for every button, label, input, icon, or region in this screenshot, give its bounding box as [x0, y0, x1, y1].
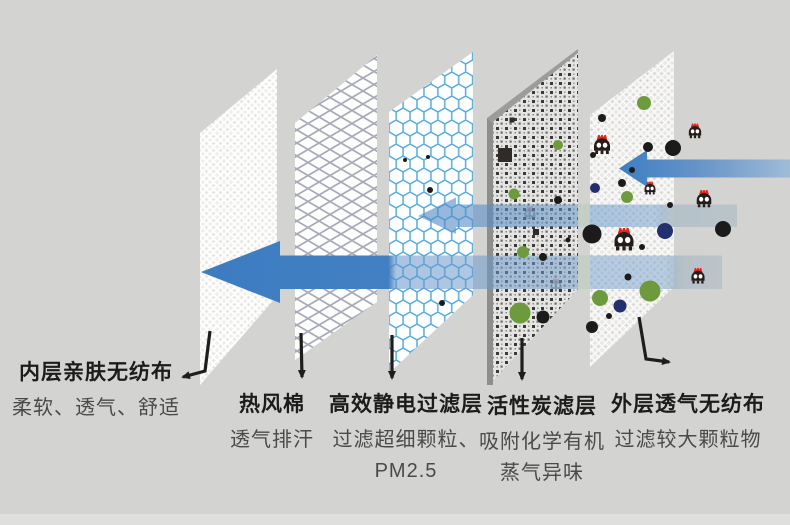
- particle-dot: [565, 237, 571, 243]
- particle-dot: [439, 300, 445, 306]
- carbon-left-edge: [487, 118, 493, 385]
- band-gap-tint-bottom: [578, 255, 590, 289]
- particle-dot: [624, 273, 632, 281]
- layer-title: 外层透气无纺布: [611, 393, 765, 416]
- particle-dot: [590, 152, 596, 158]
- germ-skull-icon: [688, 123, 702, 139]
- airflow-arrow-middle: [418, 197, 737, 234]
- particle-green: [639, 280, 661, 302]
- particle-dot: [598, 114, 606, 122]
- particle-dot: [618, 179, 626, 187]
- particle-dot: [427, 187, 433, 193]
- annotation-arrows: [181, 316, 671, 381]
- particle-navy: [613, 299, 627, 313]
- particle-green: [637, 96, 651, 110]
- particle-dot: [554, 196, 562, 204]
- layer-desc: 过滤较大颗粒物: [614, 429, 762, 451]
- layer-desc: PM2.5: [374, 460, 438, 482]
- layer-hot-air-cotton: [295, 55, 377, 360]
- airborne-particles: [403, 96, 731, 333]
- particle-dot: [639, 244, 645, 250]
- particle-square: [533, 229, 539, 235]
- particle-dot: [582, 224, 602, 244]
- germ-skull-icon: [695, 190, 713, 209]
- particle-green: [553, 140, 563, 150]
- particle-dot: [715, 221, 731, 237]
- pointer-outer-layer: [637, 316, 671, 366]
- airflow-arrow-top: [619, 150, 790, 187]
- particle-green: [517, 246, 529, 258]
- layer-title: 活性炭滤层: [487, 395, 597, 418]
- pointer-inner-layer: [181, 330, 212, 380]
- layer-title: 高效静电过滤层: [329, 393, 483, 416]
- layer-desc: 柔软、透气、舒适: [12, 397, 180, 419]
- particle-navy: [657, 223, 673, 239]
- airflow-arrow-bottom: [201, 241, 722, 303]
- particle-square: [498, 148, 512, 162]
- particle-dot: [426, 155, 430, 159]
- particle-dot: [403, 158, 407, 162]
- label-electrostatic-filter: 高效静电过滤层 过滤超细颗粒、 PM2.5: [329, 388, 483, 487]
- layer-title: 热风棉: [239, 393, 305, 416]
- label-inner-skin-nonwoven: 内层亲肤无纺布 柔软、透气、舒适: [12, 356, 180, 424]
- particle-dot: [643, 142, 653, 152]
- particle-dot: [536, 310, 550, 324]
- pointer-hot-air-cotton: [297, 332, 306, 379]
- layer-inner-skin-nonwoven: [200, 69, 277, 385]
- particle-square: [509, 117, 515, 123]
- particle-green: [621, 191, 633, 203]
- label-activated-carbon: 活性炭滤层 吸附化学有机 蒸气异味: [479, 390, 605, 489]
- particle-dot: [539, 253, 547, 261]
- particle-dot: [629, 167, 635, 173]
- particle-green: [509, 302, 531, 324]
- particle-navy: [590, 183, 600, 193]
- label-outer-nonwoven: 外层透气无纺布 过滤较大颗粒物: [611, 388, 765, 456]
- band-gap-tint-middle: [578, 203, 590, 227]
- particle-green: [508, 188, 520, 200]
- label-hot-air-cotton: 热风棉 透气排汗: [230, 388, 314, 456]
- particle-dot: [606, 313, 612, 319]
- layer-desc: 过滤超细颗粒、: [332, 429, 480, 451]
- particle-dot: [586, 321, 598, 333]
- layer-desc: 透气排汗: [230, 429, 314, 451]
- bottom-strip: [0, 514, 790, 525]
- layer-desc: 蒸气异味: [500, 462, 584, 484]
- carbon-top-edge: [487, 49, 578, 124]
- layer-title: 内层亲肤无纺布: [19, 361, 173, 384]
- particle-green: [592, 290, 608, 306]
- particle-dot: [665, 140, 681, 156]
- particle-dot: [667, 202, 673, 208]
- layer-desc: 吸附化学有机: [479, 431, 605, 453]
